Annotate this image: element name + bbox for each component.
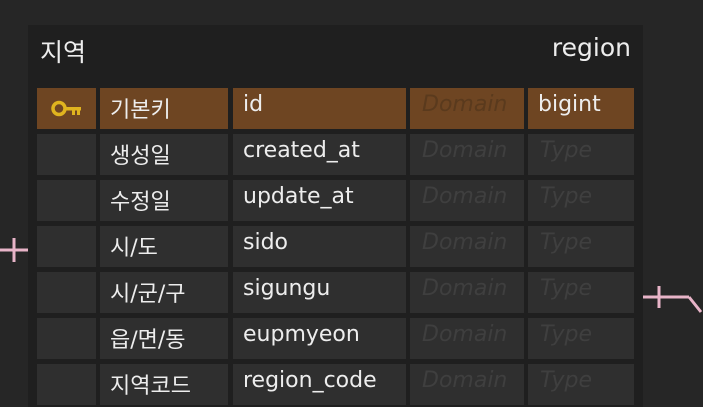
domain-cell[interactable]: Domain (410, 226, 524, 267)
key-cell (37, 180, 96, 221)
logical-name-cell[interactable]: 시/군/구 (100, 272, 228, 313)
column-domain: Domain (422, 138, 508, 163)
column-domain: Domain (422, 368, 508, 393)
logical-name-cell[interactable]: 생성일 (100, 134, 228, 175)
key-icon (51, 100, 81, 117)
column-row-sigungu[interactable]: 시/군/구 sigungu Domain Type (28, 272, 643, 315)
type-cell[interactable]: Type (528, 226, 634, 267)
physical-name-cell[interactable]: sigungu (233, 272, 406, 313)
domain-cell[interactable]: Domain (410, 180, 524, 221)
column-row-sido[interactable]: 시/도 sido Domain Type (28, 226, 643, 269)
domain-cell[interactable]: Domain (410, 318, 524, 359)
type-cell[interactable]: Type (528, 364, 634, 405)
key-cell (37, 272, 96, 313)
domain-cell[interactable]: Domain (410, 134, 524, 175)
logical-name-cell[interactable]: 수정일 (100, 180, 228, 221)
column-domain: Domain (422, 184, 508, 209)
column-domain: Domain (422, 322, 508, 347)
logical-name-cell[interactable]: 읍/면/동 (100, 318, 228, 359)
column-physical-name: created_at (243, 138, 360, 163)
column-logical-name: 읍/면/동 (110, 328, 186, 353)
column-logical-name: 지역코드 (110, 374, 191, 399)
type-cell[interactable]: Type (528, 318, 634, 359)
column-type: Type (540, 368, 593, 393)
key-cell (37, 88, 96, 129)
column-row-id[interactable]: 기본키 id Domain bigint (28, 88, 643, 131)
key-cell (37, 226, 96, 267)
column-type: Type (540, 184, 593, 209)
type-cell[interactable]: Type (528, 272, 634, 313)
column-row-region-code[interactable]: 지역코드 region_code Domain Type (28, 364, 643, 407)
column-logical-name: 수정일 (110, 190, 171, 215)
column-type: Type (540, 138, 593, 163)
entity-logical-name: 지역 (40, 38, 87, 67)
column-type: Type (540, 230, 593, 255)
entity-table-region[interactable]: 지역 region 기본키 id Domain bigint 생성일 creat… (28, 25, 643, 407)
entity-header: 지역 region (28, 25, 643, 81)
column-logical-name: 시/도 (110, 236, 158, 261)
entity-physical-name: region (551, 33, 631, 62)
column-type: Type (540, 276, 593, 301)
column-type: bigint (538, 92, 601, 117)
key-cell (37, 364, 96, 405)
domain-cell[interactable]: Domain (410, 272, 524, 313)
column-row-eupmyeon[interactable]: 읍/면/동 eupmyeon Domain Type (28, 318, 643, 361)
column-physical-name: eupmyeon (243, 322, 360, 347)
column-physical-name: id (243, 92, 264, 117)
type-cell[interactable]: bigint (528, 88, 634, 129)
column-row-created-at[interactable]: 생성일 created_at Domain Type (28, 134, 643, 177)
column-domain: Domain (422, 230, 508, 255)
column-physical-name: region_code (243, 368, 377, 393)
physical-name-cell[interactable]: id (233, 88, 406, 129)
logical-name-cell[interactable]: 지역코드 (100, 364, 228, 405)
physical-name-cell[interactable]: sido (233, 226, 406, 267)
column-physical-name: sigungu (243, 276, 331, 301)
column-row-update-at[interactable]: 수정일 update_at Domain Type (28, 180, 643, 223)
column-logical-name: 시/군/구 (110, 282, 186, 307)
key-cell (37, 134, 96, 175)
physical-name-cell[interactable]: update_at (233, 180, 406, 221)
column-type: Type (540, 322, 593, 347)
column-domain: Domain (422, 276, 508, 301)
column-domain: Domain (422, 92, 508, 117)
type-cell[interactable]: Type (528, 180, 634, 221)
column-physical-name: update_at (243, 184, 354, 209)
type-cell[interactable]: Type (528, 134, 634, 175)
column-logical-name: 생성일 (110, 144, 171, 169)
relationship-connector-right[interactable] (643, 282, 703, 322)
logical-name-cell[interactable]: 기본키 (100, 88, 228, 129)
physical-name-cell[interactable]: region_code (233, 364, 406, 405)
column-logical-name: 기본키 (110, 98, 171, 123)
relationship-connector-left[interactable] (0, 230, 32, 270)
column-physical-name: sido (243, 230, 288, 255)
domain-cell[interactable]: Domain (410, 364, 524, 405)
key-cell (37, 318, 96, 359)
physical-name-cell[interactable]: eupmyeon (233, 318, 406, 359)
physical-name-cell[interactable]: created_at (233, 134, 406, 175)
logical-name-cell[interactable]: 시/도 (100, 226, 228, 267)
domain-cell[interactable]: Domain (410, 88, 524, 129)
